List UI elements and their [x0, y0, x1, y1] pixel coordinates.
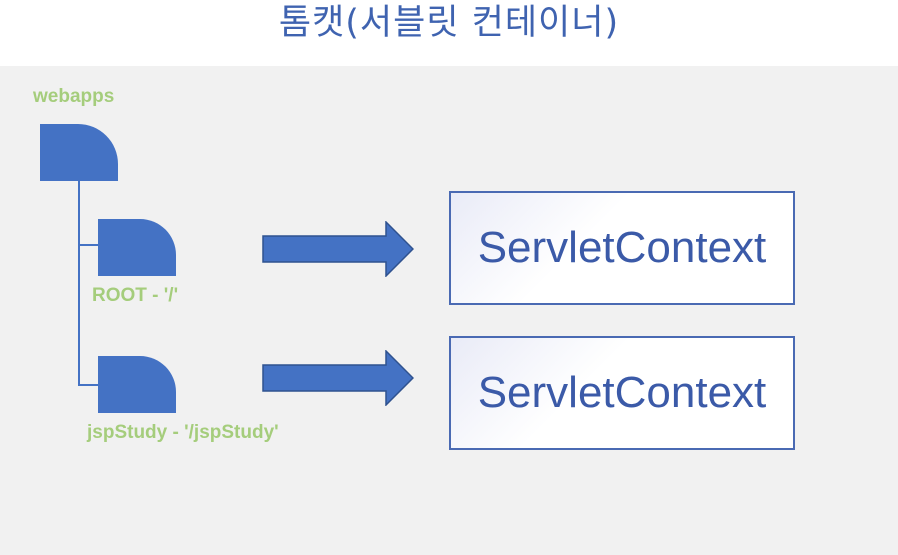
root-folder-icon — [98, 219, 176, 276]
right-arrow-icon — [262, 221, 414, 277]
servlet-context-label: ServletContext — [477, 368, 767, 417]
right-arrow-icon — [262, 350, 414, 406]
webapps-folder-icon — [40, 124, 118, 181]
tree-connector-vertical — [78, 181, 80, 386]
servlet-context-box-root: ServletContext — [449, 191, 795, 305]
servlet-context-label: ServletContext — [477, 223, 767, 272]
webapps-label: webapps — [33, 86, 115, 107]
jspstudy-context-label: jspStudy - '/jspStudy' — [87, 422, 279, 443]
tree-connector-jspstudy — [78, 384, 100, 386]
servlet-context-box-jspstudy: ServletContext — [449, 336, 795, 450]
diagram-title: 톰캣(서블릿 컨테이너) — [278, 3, 620, 43]
diagram-panel: webapps ROOT - '/' jspStudy - '/jspStudy… — [0, 66, 898, 555]
jspstudy-folder-icon — [98, 356, 176, 413]
root-context-label: ROOT - '/' — [92, 285, 179, 306]
tree-connector-root — [78, 244, 100, 246]
